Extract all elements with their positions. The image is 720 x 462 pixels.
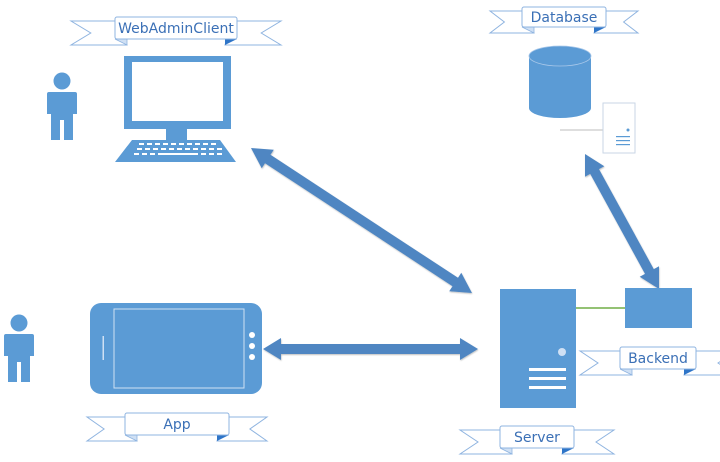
server-label: Server [514, 430, 560, 446]
server-tower-icon [500, 289, 626, 408]
database-cylinder-icon [528, 45, 592, 118]
app-label-ribbon: App [85, 412, 269, 442]
ribbon-front [619, 346, 697, 370]
ribbon-fold-right [684, 369, 696, 375]
person-icon [4, 314, 34, 382]
ribbon-fold-right [594, 27, 606, 33]
ribbon-front [499, 425, 575, 449]
backend-label-ribbon: Backend [578, 346, 720, 376]
backend-box-icon [625, 288, 692, 328]
ribbon-front [114, 16, 238, 40]
arrow-webadmin-server [251, 148, 472, 293]
ribbon-fold-right [562, 448, 574, 454]
ribbon-front [124, 412, 230, 436]
webadminclient-label-ribbon: WebAdminClient [69, 16, 283, 46]
database-label-ribbon: Database [488, 6, 640, 34]
webadminclient-label: WebAdminClient [118, 21, 234, 37]
server-label-ribbon: Server [458, 425, 616, 455]
person-icon [47, 72, 77, 140]
database-label: Database [531, 10, 598, 26]
backend-label: Backend [628, 351, 688, 367]
ribbon-fold-right [225, 39, 237, 45]
app-label: App [163, 417, 190, 433]
database-server-icon [560, 102, 636, 154]
ribbon-fold-right [217, 435, 229, 441]
arrow-database-backend [585, 154, 659, 289]
tablet-device-icon [90, 303, 262, 394]
arrow-app-server [263, 338, 478, 360]
desktop-computer-icon [115, 56, 236, 162]
ribbon-front [521, 6, 607, 28]
